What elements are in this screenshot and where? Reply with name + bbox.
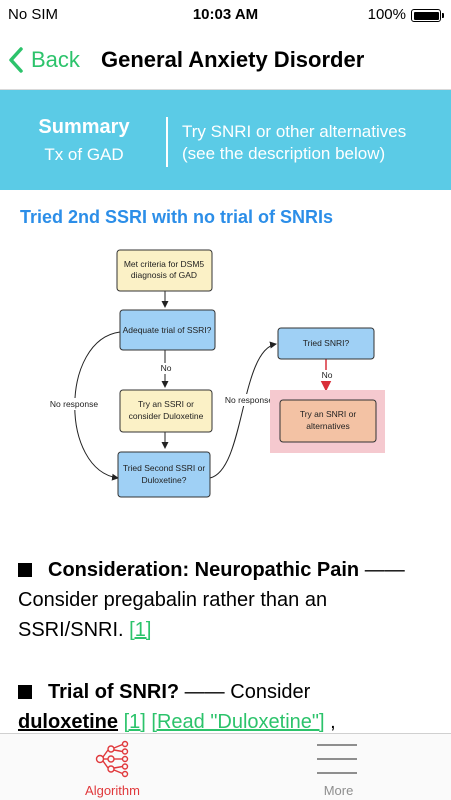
edge-second-to-triedsnri-noresponse <box>209 341 277 479</box>
tab-bar: Algorithm More <box>0 733 451 800</box>
battery-icon <box>411 9 444 22</box>
status-bar: No SIM 10:03 AM 100% <box>0 0 451 30</box>
chevron-left-icon <box>9 47 23 73</box>
tab-more-label: More <box>323 783 354 798</box>
edge-label-no-2: No <box>322 370 333 380</box>
summary-title: Summary <box>38 116 130 138</box>
edge-label-no-response-2: No response <box>225 395 273 405</box>
carrier-label: No SIM <box>8 6 59 23</box>
svg-text:consider Duloxetine: consider Duloxetine <box>129 411 204 421</box>
clock: 10:03 AM <box>192 6 259 23</box>
page-title: General Anxiety Disorder <box>101 47 365 72</box>
summary-recommendation: Try SNRI or other alternatives (see the … <box>182 121 406 165</box>
drug-duloxetine[interactable]: duloxetine <box>18 711 119 733</box>
bullet-square-icon <box>18 563 32 577</box>
tab-algorithm[interactable]: Algorithm <box>0 734 225 800</box>
content-body: Consideration: Neuropathic Pain —— Consi… <box>18 555 438 769</box>
svg-text:Try an SSRI or: Try an SSRI or <box>138 399 194 409</box>
svg-text:alternatives: alternatives <box>306 421 349 431</box>
battery-percent: 100% <box>367 6 406 23</box>
tab-more[interactable]: More <box>226 734 451 800</box>
svg-text:Met criteria for DSM5: Met criteria for DSM5 <box>124 259 205 269</box>
svg-text:Try an SNRI or: Try an SNRI or <box>300 409 357 419</box>
flowchart-diagram: No No response No response No Met criter… <box>48 249 385 498</box>
node-adequate-trial: Adequate trial of SSRI? <box>119 309 216 351</box>
snri-trial-text: Consider <box>230 681 311 703</box>
node-tried-snri: Tried SNRI? <box>277 327 375 360</box>
snri-trial-dash: —— <box>179 681 231 703</box>
svg-text:Duloxetine?: Duloxetine? <box>142 475 187 485</box>
summary-header: Summary Tx of GAD <box>0 116 168 165</box>
navigation-bar: Back General Anxiety Disorder <box>0 30 451 90</box>
consideration-text: Consider pregabalin rather than an SSRI/… <box>18 589 328 641</box>
back-button[interactable]: Back <box>8 44 80 76</box>
read-duloxetine-link[interactable]: [Read "Duloxetine"] <box>151 711 325 733</box>
snri-trial-tail: , <box>324 711 336 733</box>
svg-text:diagnosis of GAD: diagnosis of GAD <box>131 270 197 280</box>
summary-banner: Summary Tx of GAD Try SNRI or other alte… <box>0 90 451 190</box>
summary-text-line1: Try SNRI or other alternatives <box>182 122 407 141</box>
node-try-ssri: Try an SSRI or consider Duloxetine <box>119 389 213 433</box>
consideration-paragraph: Consideration: Neuropathic Pain —— Consi… <box>18 555 438 645</box>
svg-text:Tried Second SSRI or: Tried Second SSRI or <box>123 463 206 473</box>
bullet-square-icon <box>18 685 32 699</box>
snri-trial-heading: Trial of SNRI? <box>48 681 180 703</box>
svg-text:Adequate trial of SSRI?: Adequate trial of SSRI? <box>123 325 212 335</box>
summary-text-line2: (see the description below) <box>182 144 386 163</box>
reference-link-2[interactable]: [1] <box>123 711 146 733</box>
back-label: Back <box>31 47 80 72</box>
tab-algorithm-label: Algorithm <box>85 783 140 798</box>
section-heading: Tried 2nd SSRI with no trial of SNRIs <box>20 207 334 227</box>
edge-label-no-response-1: No response <box>50 399 98 409</box>
algorithm-tree-icon <box>95 740 129 778</box>
node-second-ssri: Tried Second SSRI or Duloxetine? <box>117 451 211 498</box>
hamburger-menu-icon <box>317 744 357 774</box>
node-met-criteria: Met criteria for DSM5 diagnosis of GAD <box>116 249 213 292</box>
reference-link-1[interactable]: [1] <box>129 619 152 641</box>
svg-text:Tried SNRI?: Tried SNRI? <box>303 338 350 348</box>
summary-divider <box>166 117 168 167</box>
snri-trial-paragraph: Trial of SNRI? —— Consider duloxetine [1… <box>18 677 438 737</box>
node-try-snri: Try an SNRI or alternatives <box>270 390 385 453</box>
consideration-dash: —— <box>359 559 405 581</box>
summary-subtitle: Tx of GAD <box>44 145 124 164</box>
edge-label-no-1: No <box>161 363 172 373</box>
consideration-heading: Consideration: Neuropathic Pain <box>48 559 360 581</box>
